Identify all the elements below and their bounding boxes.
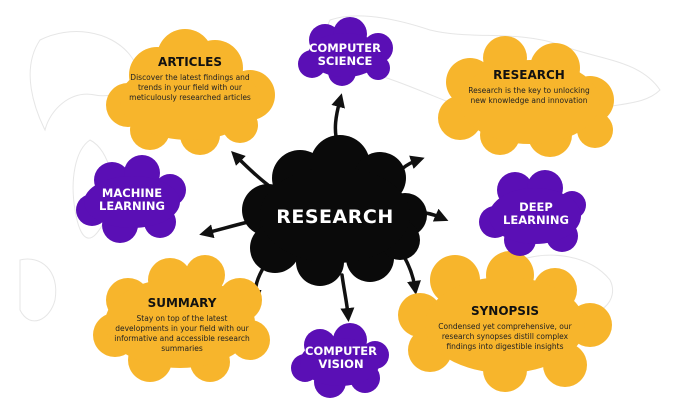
node-articles-description: Discover the latest findings and trends … (129, 73, 251, 103)
node-deep-learning-line2: LEARNING (503, 213, 569, 228)
node-deep-learning: DEEP LEARNING (493, 200, 579, 228)
node-computer-science: COMPUTER SCIENCE (305, 41, 385, 69)
node-research-title: RESEARCH (493, 68, 565, 82)
node-summary: SUMMARY Stay on top of the latest develo… (112, 296, 252, 355)
node-summary-description: Stay on top of the latest developments i… (114, 314, 250, 354)
node-computer-vision-line2: VISION (318, 357, 364, 372)
node-articles-title: ARTICLES (158, 55, 222, 69)
node-computer-vision-line1: COMPUTER (305, 344, 377, 358)
node-computer-vision: COMPUTER VISION (300, 344, 382, 372)
node-synopsis: SYNOPSIS Condensed yet comprehensive, ou… (432, 304, 578, 352)
cloud-machine-learning (76, 155, 186, 243)
center-title: RESEARCH (276, 206, 394, 228)
arrow-to-articles (231, 151, 270, 187)
cloud-center-research (242, 135, 427, 286)
node-research-description: Research is the key to unlocking new kno… (468, 86, 590, 106)
cloud-computer-vision (291, 323, 389, 398)
node-machine-learning-line2: LEARNING (99, 199, 165, 214)
cloud-summary (93, 255, 270, 382)
node-synopsis-title: SYNOPSIS (470, 304, 540, 318)
node-synopsis-description: Condensed yet comprehensive, our researc… (438, 322, 572, 352)
node-summary-title: SUMMARY (147, 296, 217, 310)
node-articles: ARTICLES Discover the latest findings an… (122, 55, 258, 103)
cloud-research (438, 36, 614, 157)
node-computer-science-line2: SCIENCE (317, 54, 373, 69)
cloud-computer-science (298, 17, 393, 86)
arrow-to-machine-learning (199, 220, 250, 239)
node-computer-science-line1: COMPUTER (309, 41, 381, 55)
node-research: RESEARCH Research is the key to unlockin… (466, 68, 592, 106)
node-deep-learning-line1: DEEP (519, 200, 553, 214)
cloud-synopsis (398, 251, 612, 392)
node-machine-learning-line1: MACHINE (101, 186, 163, 200)
arrow-to-computer-vision (340, 273, 355, 322)
cloud-deep-learning (479, 170, 586, 256)
node-machine-learning: MACHINE LEARNING (88, 186, 176, 214)
cloud-articles (106, 29, 275, 155)
